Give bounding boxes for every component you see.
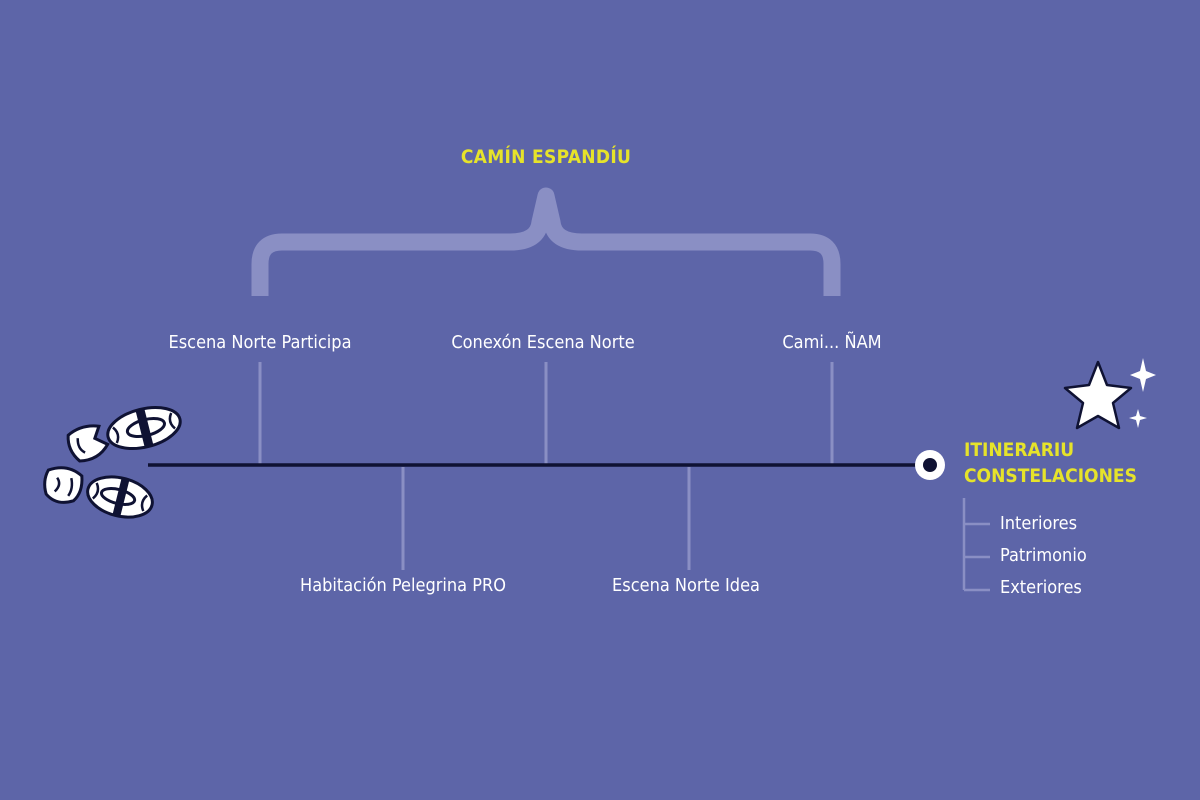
milestone-label-top-1: Escena Norte Participa — [168, 332, 352, 353]
destination-title: ITINERARIU CONSTELACIONES — [964, 437, 1137, 489]
destination-item-patrimonio: Patrimonio — [1000, 545, 1087, 566]
milestone-label-top-2: Conexón Escena Norte — [451, 332, 635, 353]
destination-title-line1: ITINERARIU — [964, 439, 1075, 461]
destination-title-line2: CONSTELACIONES — [964, 465, 1137, 487]
milestone-label-top-3: Cami... ÑAM — [782, 332, 882, 353]
timeline-end-marker — [915, 450, 945, 480]
footprints-icon — [43, 406, 182, 519]
destination-item-exteriores: Exteriores — [1000, 577, 1082, 598]
milestone-label-bottom-1: Habitación Pelegrina PRO — [300, 575, 506, 596]
milestone-label-bottom-2: Escena Norte Idea — [612, 575, 760, 596]
destination-tree — [962, 498, 990, 592]
destination-item-interiores: Interiores — [1000, 513, 1078, 534]
bracket-brace — [251, 187, 841, 296]
stars-icon — [1063, 358, 1156, 430]
bracket-title: CAMÍN ESPANDÍU — [460, 146, 632, 168]
